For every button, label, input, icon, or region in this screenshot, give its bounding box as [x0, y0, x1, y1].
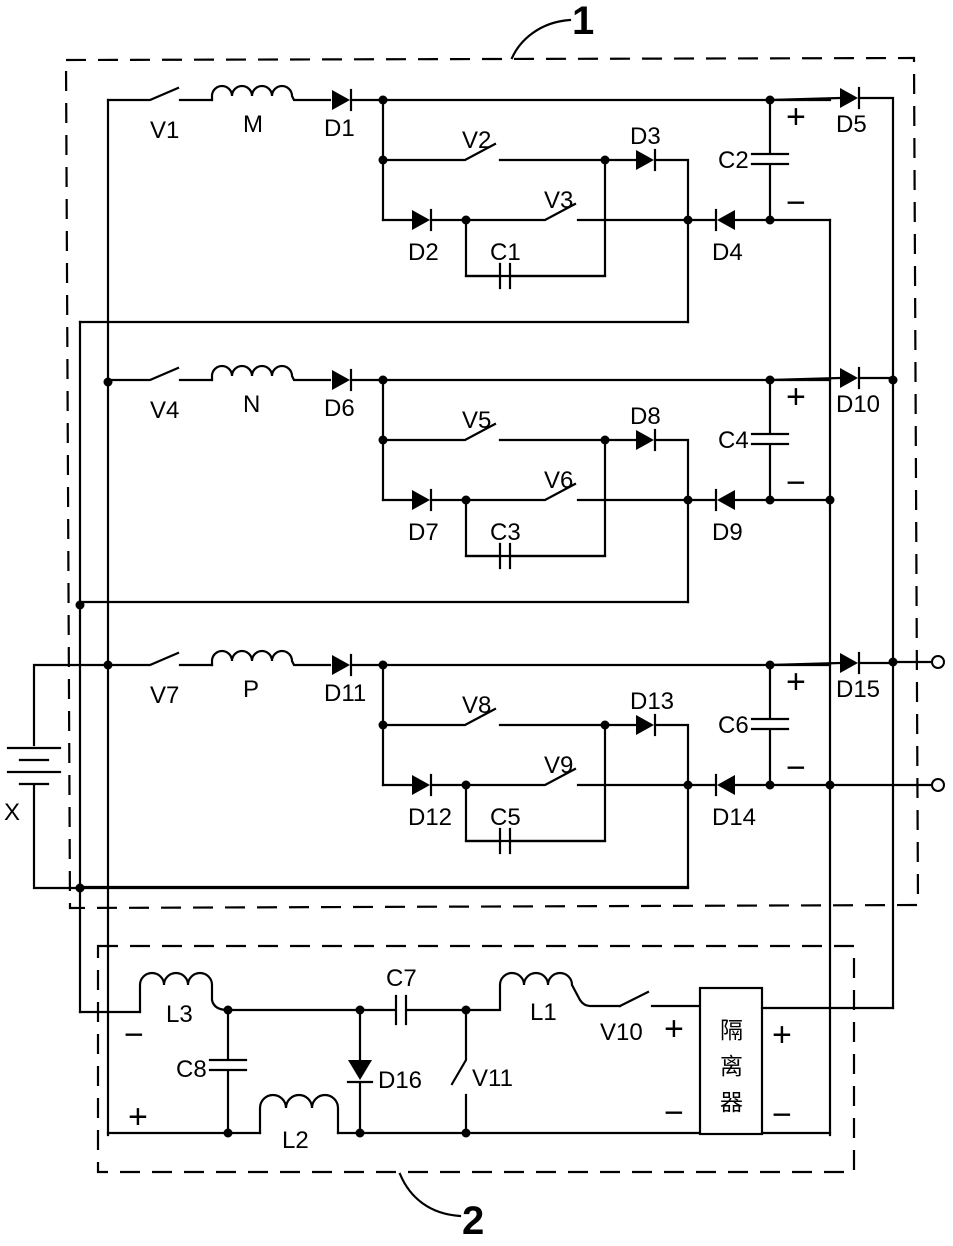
switch-a-label: V5: [462, 407, 491, 434]
output-plus-terminal[interactable]: [932, 656, 944, 668]
V10-label: V10: [600, 1019, 643, 1046]
switch-in-label: V7: [150, 682, 179, 709]
diode-in-label: D6: [324, 395, 355, 422]
V11-label: V11: [472, 1065, 513, 1092]
L2-plus: +: [128, 1098, 148, 1136]
diode-a-label: D8: [630, 403, 661, 430]
cap-main-label: C6: [718, 712, 749, 739]
switch-b-label: V9: [544, 752, 573, 779]
cap-plus: +: [786, 98, 806, 136]
output-minus-terminal[interactable]: [932, 779, 944, 791]
diode-b-label: D7: [408, 519, 439, 546]
inductor-label: P: [243, 676, 259, 703]
diode-ret-label: D4: [712, 239, 743, 266]
diode-ret-label: D9: [712, 519, 743, 546]
diode-a-label: D3: [630, 123, 661, 150]
switch-in-label: V4: [150, 397, 179, 424]
cap-minus: −: [786, 464, 806, 502]
C7-label: C7: [386, 965, 417, 992]
inductor-label: N: [243, 391, 260, 418]
isolator-char-1: 隔: [720, 1018, 743, 1044]
callout-2-number: 2: [462, 1199, 484, 1243]
cap-small-label: C1: [490, 239, 521, 266]
inductor-label: M: [243, 111, 263, 138]
isolator-in-minus: −: [664, 1094, 684, 1132]
C8-label: C8: [176, 1056, 207, 1083]
switch-b-label: V6: [544, 467, 573, 494]
cap-main-label: C2: [718, 147, 749, 174]
switch-b-label: V3: [544, 187, 573, 214]
boost-stage-2: V4 N D6 V5 D8D7 V6C3 D9 C4 D10 + −: [80, 366, 893, 602]
isolator-out-minus: −: [772, 1096, 792, 1134]
diode-in-label: D11: [324, 680, 366, 707]
cap-plus: +: [786, 378, 806, 416]
diode-out-label: D10: [836, 391, 880, 418]
boost-stage-3: V7 P D11 V8 D13D12 V9C5 D14 C6 D15 + −: [80, 651, 893, 887]
diode-ret-label: D14: [712, 804, 756, 831]
isolator-char-3: 器: [720, 1090, 743, 1116]
battery-label: X: [4, 799, 20, 826]
isolator-in-plus: +: [664, 1010, 684, 1048]
isolator-char-2: 离: [720, 1054, 743, 1080]
diode-b-label: D12: [408, 804, 452, 831]
diode-b-label: D2: [408, 239, 439, 266]
diode-a-label: D13: [630, 688, 674, 715]
cap-small-label: C3: [490, 519, 521, 546]
callout-1-leader: [512, 20, 570, 58]
L3-minus: −: [124, 1016, 144, 1054]
cap-small-label: C5: [490, 804, 521, 831]
diode-in-label: D1: [324, 115, 355, 142]
isolator-out-plus: +: [772, 1016, 792, 1054]
switch-a-label: V2: [462, 127, 491, 154]
switch-in-label: V1: [150, 117, 179, 144]
L3-label: L3: [166, 1001, 193, 1028]
D16-label: D16: [378, 1067, 422, 1094]
L1-label: L1: [530, 999, 557, 1026]
cap-plus: +: [786, 663, 806, 701]
diode-out-label: D5: [836, 111, 867, 138]
cap-minus: −: [786, 749, 806, 787]
boost-stage-1: V1 M D1 V2 D3D2 V3C1 D4 C2 D5 + −: [80, 86, 893, 322]
cap-main-label: C4: [718, 427, 749, 454]
callout-1-number: 1: [572, 0, 594, 43]
switch-a-label: V8: [462, 692, 491, 719]
diode-out-label: D15: [836, 676, 880, 703]
cap-minus: −: [786, 184, 806, 222]
L2-label: L2: [282, 1127, 309, 1154]
callout-2-leader: [400, 1174, 460, 1216]
